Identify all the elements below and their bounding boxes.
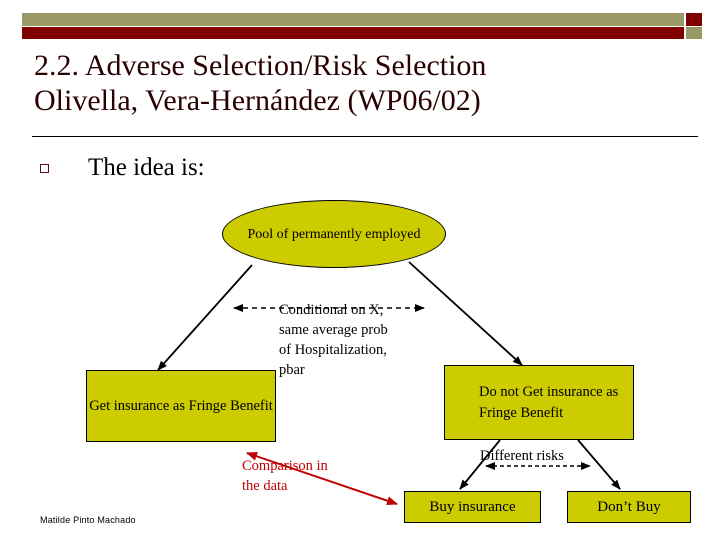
do-not-get-insurance-box[interactable]: Do not Get insurance as Fringe Benefit <box>444 365 634 440</box>
arrow-pool-to-left-box <box>157 264 253 371</box>
conditional-note: Conditional on X, same average prob of H… <box>279 302 388 378</box>
buy-insurance-box[interactable]: Buy insurance <box>404 491 541 523</box>
comparison-note: Comparison in the data <box>242 458 328 494</box>
author-footer: Matilde Pinto Machado <box>40 515 136 525</box>
header-bar-khaki-strip <box>22 13 684 26</box>
header-bar-red-square <box>686 13 702 26</box>
header-bar-khaki-square <box>686 27 702 39</box>
square-bullet-icon <box>40 164 49 173</box>
bullet-label: The idea is: <box>88 154 205 181</box>
title-line-2: Olivella, Vera-Hernández (WP06/02) <box>34 84 481 117</box>
get-insurance-box-label: Get insurance as Fringe Benefit <box>89 397 273 414</box>
title-divider <box>32 136 698 137</box>
header-bar-red-strip <box>22 27 684 39</box>
dont-buy-box[interactable]: Don’t Buy <box>567 491 691 523</box>
header-decoration-bar <box>0 0 720 44</box>
dont-buy-box-label: Don’t Buy <box>597 499 661 515</box>
bullet-row: The idea is: <box>40 152 205 183</box>
buy-insurance-box-label: Buy insurance <box>429 499 516 515</box>
get-insurance-box[interactable]: Get insurance as Fringe Benefit <box>86 370 276 442</box>
title-line-1: 2.2. Adverse Selection/Risk Selection <box>34 49 487 82</box>
do-not-get-insurance-box-label: Do not Get insurance as Fringe Benefit <box>479 383 619 421</box>
pool-ellipse-label: Pool of permanently employed <box>247 226 421 242</box>
slide-title: 2.2. Adverse Selection/Risk Selection Ol… <box>34 48 694 118</box>
pool-ellipse[interactable]: Pool of permanently employed <box>222 200 446 268</box>
different-risks-note: Different risks <box>480 448 564 464</box>
